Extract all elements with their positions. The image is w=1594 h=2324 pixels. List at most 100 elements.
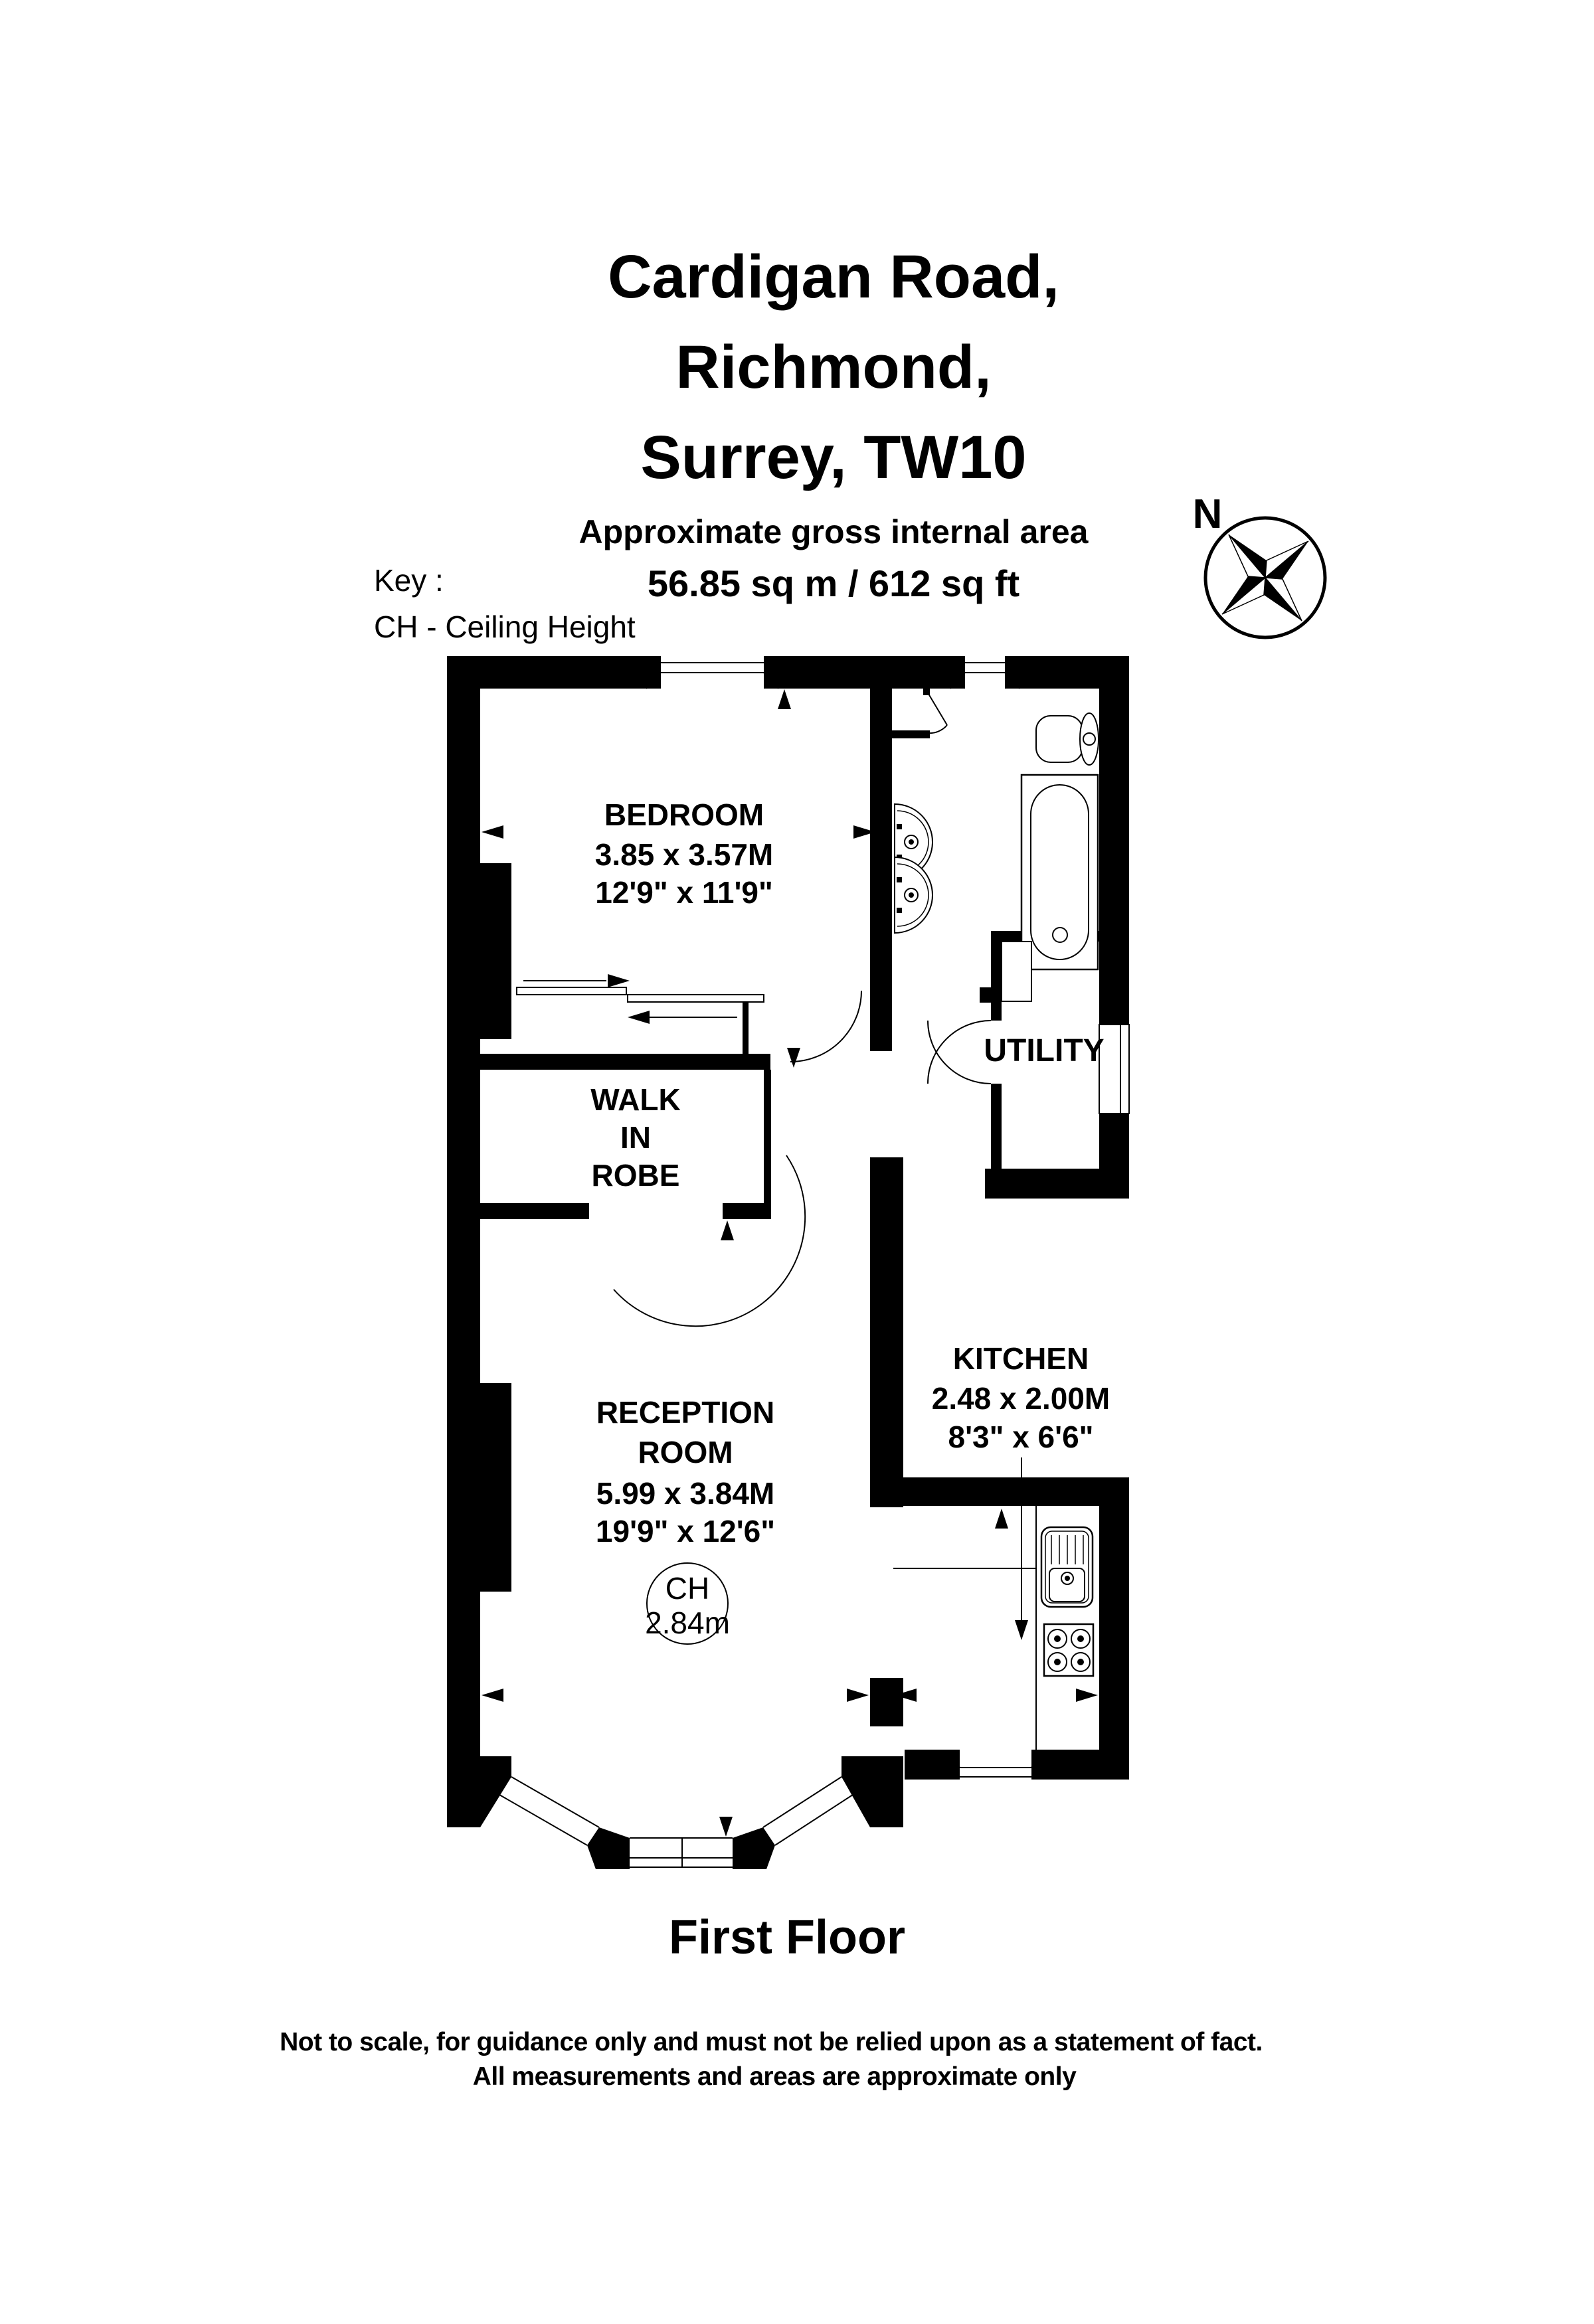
door-arrow — [721, 1220, 734, 1240]
wall — [733, 1827, 775, 1869]
page-title-line1: Cardigan Road, — [608, 243, 1059, 311]
wall — [1099, 656, 1129, 1025]
bathroom-door-arc — [927, 724, 948, 734]
bedroom-label: BEDROOM — [604, 797, 764, 832]
basin-tap — [909, 839, 914, 845]
basin-fitting — [897, 908, 902, 913]
wall — [447, 1203, 589, 1219]
wall — [870, 1678, 903, 1726]
wall — [883, 1477, 1129, 1506]
wall — [841, 1756, 903, 1827]
kitchen-fixtures — [893, 1506, 1095, 1750]
title-block: Cardigan Road, Richmond, Surrey, TW10 Ap… — [579, 243, 1089, 604]
compass-star-blade — [1265, 540, 1309, 579]
wall — [764, 1070, 771, 1203]
reception-label-line2: ROOM — [638, 1435, 733, 1469]
bathtub-inner — [1030, 784, 1089, 960]
bathroom-fixtures — [894, 712, 1099, 971]
slide-direction-arrow — [628, 1011, 650, 1024]
robe-label-line3: ROBE — [592, 1158, 680, 1193]
bedroom-door-arc — [790, 990, 862, 1062]
key-block: Key : CH - Ceiling Height — [374, 563, 636, 644]
kitchen-label: KITCHEN — [953, 1341, 1089, 1376]
door-arrow — [787, 1048, 800, 1068]
dimension-arrow — [847, 1689, 869, 1702]
reception-label-line1: RECEPTION — [596, 1395, 774, 1430]
page-title-line2: Richmond, — [675, 333, 991, 401]
wall — [587, 1827, 630, 1869]
basin-inner — [897, 863, 929, 927]
bathroom-door-leaf — [928, 693, 948, 726]
window-reveal — [1004, 672, 1020, 689]
kitchen-dim-metric: 2.48 x 2.00M — [932, 1381, 1110, 1416]
stove-burner-dot — [1077, 1659, 1084, 1665]
wall — [1031, 1750, 1129, 1780]
compass-star-blade — [1264, 577, 1302, 622]
wall — [980, 987, 991, 1003]
sliding-panel — [516, 987, 627, 995]
window-reveal — [1031, 1752, 1042, 1768]
basin-fitting — [897, 877, 902, 882]
toilet-flush — [1083, 732, 1096, 746]
dimension-arrow — [1076, 1689, 1098, 1702]
key-entry: CH - Ceiling Height — [374, 610, 636, 644]
sink-bowl — [1049, 1568, 1085, 1602]
compass-star-blade — [1228, 534, 1267, 578]
toilet — [1035, 715, 1083, 763]
basin-tap — [909, 892, 914, 898]
dimension-arrow — [995, 1509, 1008, 1529]
dimension-arrow — [895, 1689, 917, 1702]
ceiling-height-label: CH — [665, 1571, 709, 1606]
bay-window-glass — [774, 1794, 853, 1846]
stove-burner-dot — [1054, 1635, 1061, 1642]
window-arrow — [719, 1817, 733, 1837]
wall — [447, 656, 661, 689]
area-value: 56.85 sq m / 612 sq ft — [648, 562, 1019, 604]
stove-burner-dot — [1054, 1659, 1061, 1665]
window-reveal — [763, 672, 779, 689]
utility-door-arc — [927, 1020, 992, 1084]
disclaimer-line2: All measurements and areas are approxima… — [473, 2062, 1077, 2091]
basin-fitting — [897, 824, 902, 829]
room-labels: BEDROOM 3.85 x 3.57M 12'9" x 11'9" WALK … — [590, 797, 1110, 1645]
wall — [991, 1084, 1002, 1169]
window-reveal — [950, 672, 966, 689]
page-title-line3: Surrey, TW10 — [640, 424, 1026, 491]
floor-label: First Floor — [669, 1911, 905, 1964]
kitchen-leader-arrow — [1015, 1620, 1028, 1640]
doors — [613, 693, 992, 1327]
wall — [723, 1203, 771, 1219]
bathtub-drain — [1052, 927, 1068, 943]
utility-duct — [1001, 941, 1032, 1002]
bay-window-glass — [511, 1776, 600, 1828]
ceiling-height-value: 2.84m — [645, 1606, 730, 1640]
sliding-panel — [627, 994, 764, 1003]
window-reveal — [949, 1752, 960, 1768]
reception-door-arc — [613, 1155, 806, 1327]
robe-label-line2: IN — [620, 1120, 651, 1155]
bay-window-glass — [499, 1794, 588, 1846]
window-arrow — [778, 689, 791, 709]
window-reveal — [646, 672, 662, 689]
utility-cupboard — [1099, 1024, 1130, 1114]
wall — [923, 689, 930, 695]
wall — [447, 1756, 511, 1827]
compass-north-label: N — [1193, 491, 1223, 537]
wall — [1099, 1477, 1129, 1780]
wall — [447, 656, 480, 1825]
bay-window-glass — [762, 1776, 842, 1828]
dimension-arrow — [853, 825, 875, 839]
wall — [905, 1750, 960, 1780]
utility-details — [1001, 941, 1130, 1114]
ceiling-height-circle — [646, 1562, 729, 1645]
chimney-breast — [480, 863, 511, 1039]
compass-star-blade — [1221, 576, 1266, 615]
bedroom-dim-metric: 3.85 x 3.57M — [595, 837, 774, 872]
dimension-arrow — [482, 1689, 503, 1702]
chimney-breast — [480, 1383, 511, 1592]
windows — [646, 662, 1042, 1778]
key-label: Key : — [374, 563, 444, 598]
wall — [870, 689, 892, 1051]
walls — [447, 656, 1129, 1825]
